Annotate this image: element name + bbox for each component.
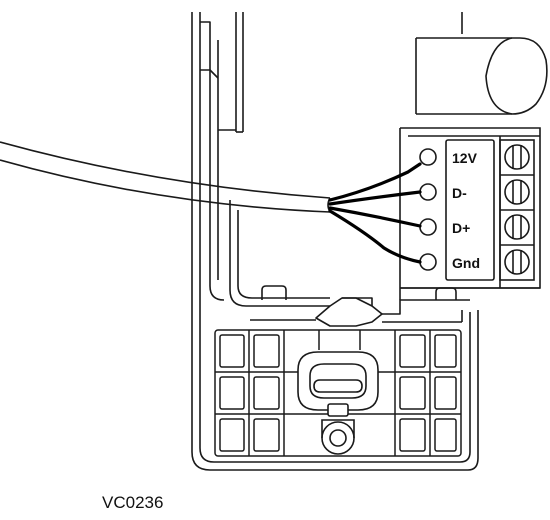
figure-code: VC0236 (102, 493, 163, 512)
wire-d-minus (328, 190, 422, 206)
wire-entry-holes (419, 148, 437, 271)
screw-icon (504, 214, 530, 240)
screw-icon (504, 249, 530, 275)
cylinder (415, 12, 548, 115)
terminal-screws (504, 144, 530, 275)
cable (0, 141, 331, 213)
mounting-bracket (191, 12, 479, 471)
terminal-label-d-minus: D- (452, 185, 467, 201)
terminal-hole-d-minus (419, 183, 437, 201)
terminal-hole-gnd (419, 253, 437, 271)
screw-icon (504, 144, 530, 170)
terminal-label-d-plus: D+ (452, 220, 470, 236)
wire-gnd (328, 209, 422, 264)
terminal-block (399, 127, 541, 300)
wire-d-plus (328, 206, 422, 228)
terminal-hole-12v (419, 148, 437, 166)
terminal-label-gnd: Gnd (452, 255, 480, 271)
terminal-hole-d-plus (419, 218, 437, 236)
screw-icon (504, 179, 530, 205)
mounting-keyhole (297, 351, 379, 455)
terminal-label-12v: 12V (452, 150, 478, 166)
wires (328, 162, 422, 264)
wire-12v (328, 162, 422, 202)
